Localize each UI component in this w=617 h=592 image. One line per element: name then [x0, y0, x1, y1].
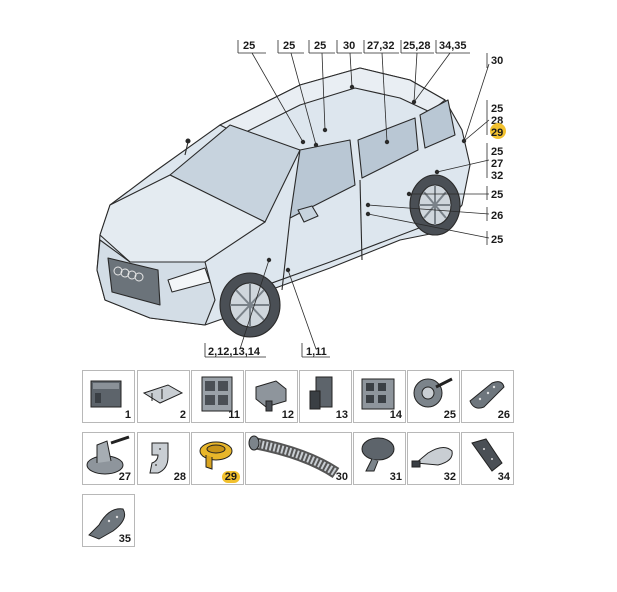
callout-label[interactable]: 2,12,13,14: [208, 346, 261, 358]
part-number-label: 27: [118, 471, 131, 483]
part-tile-13[interactable]: 13: [299, 370, 352, 423]
part-number-label: 31: [389, 471, 402, 483]
part-number-label: 29: [221, 471, 240, 483]
cable-grommet-icon: [86, 435, 130, 475]
part-number-label: 28: [173, 471, 186, 483]
round-plug-icon: [199, 441, 233, 470]
part-number-label: 14: [389, 409, 402, 421]
bottom-labels: 2,12,13,14 1,11: [208, 346, 327, 358]
cable-sleeve-icon: [88, 508, 126, 540]
top-label-brackets: [204, 40, 488, 358]
part-tile-26[interactable]: 26: [461, 370, 514, 423]
multi-pin-connector-icon: [201, 376, 233, 412]
callout-label[interactable]: 30: [343, 40, 355, 52]
part-tile-2[interactable]: 2: [137, 370, 190, 423]
cone-boot-icon: [411, 447, 453, 468]
callout-label[interactable]: 25: [314, 40, 326, 52]
part-number-label: 30: [335, 471, 348, 483]
part-tile-32[interactable]: 32: [407, 432, 460, 485]
callout-label[interactable]: 25: [491, 234, 503, 246]
bracket-icon: [142, 384, 184, 404]
callout-label-highlight[interactable]: 29: [491, 127, 503, 139]
part-number-label: 34: [497, 471, 510, 483]
callout-label[interactable]: 25: [283, 40, 295, 52]
part-tile-28[interactable]: 28: [137, 432, 190, 485]
part-tile-34[interactable]: 34: [461, 432, 514, 485]
part-tile-25[interactable]: 25: [407, 370, 460, 423]
part-number-label: 11: [228, 409, 240, 421]
callout-label[interactable]: 25: [243, 40, 255, 52]
part-number-label: 1: [124, 409, 131, 421]
callout-label[interactable]: 25,28: [403, 40, 431, 52]
contact-housing-icon: [361, 378, 395, 410]
part-tile-29[interactable]: 29: [191, 432, 244, 485]
callout-label[interactable]: 25: [491, 189, 503, 201]
highlight-marker: [490, 123, 506, 139]
angled-boot-icon: [471, 438, 503, 472]
part-number-label: 2: [179, 409, 186, 421]
callout-label[interactable]: 25: [491, 103, 503, 115]
part-tile-35[interactable]: 35: [82, 494, 135, 547]
part-number-label: 26: [497, 409, 510, 421]
leader-lines: [239, 52, 490, 350]
callout-label[interactable]: 34,35: [439, 40, 467, 52]
rubber-boot-icon: [361, 437, 395, 472]
callout-label[interactable]: 27,32: [367, 40, 395, 52]
car-illustration: [96, 67, 471, 338]
part-number-label: 25: [443, 409, 456, 421]
plug-connector-icon: [255, 380, 287, 412]
callout-label[interactable]: 26: [491, 210, 503, 222]
part-tile-27[interactable]: 27: [82, 432, 135, 485]
connector-housing-icon: [90, 380, 122, 408]
part-number-label: 12: [281, 409, 294, 421]
elbow-grommet-icon: [149, 442, 169, 474]
right-labels: 30 25 28 29 25 27 32 25 26 25: [490, 55, 506, 246]
foam-sleeve-icon: [469, 381, 505, 409]
part-tile-30[interactable]: 30: [245, 432, 352, 485]
callout-label[interactable]: 32: [491, 170, 503, 182]
part-tile-14[interactable]: 14: [353, 370, 406, 423]
callout-label[interactable]: 30: [491, 55, 503, 67]
angled-connector-icon: [309, 376, 333, 410]
callout-label[interactable]: 25: [491, 146, 503, 158]
callout-label[interactable]: 1,11: [306, 346, 327, 358]
part-tile-12[interactable]: 12: [245, 370, 298, 423]
part-number-label: 13: [335, 409, 348, 421]
part-number-label: 35: [118, 533, 131, 545]
top-labels: 25 25 25 30 27,32 25,28 34,35: [243, 40, 467, 52]
callout-label[interactable]: 27: [491, 158, 503, 170]
part-tile-1[interactable]: 1: [82, 370, 135, 423]
part-tile-11[interactable]: 11: [191, 370, 244, 423]
grommet-icon: [413, 377, 453, 408]
rear-wheel: [409, 174, 461, 236]
front-wheel: [219, 272, 281, 338]
part-number-label: 32: [443, 471, 456, 483]
part-tile-31[interactable]: 31: [353, 432, 406, 485]
corrugated-hose-icon: [248, 435, 340, 479]
